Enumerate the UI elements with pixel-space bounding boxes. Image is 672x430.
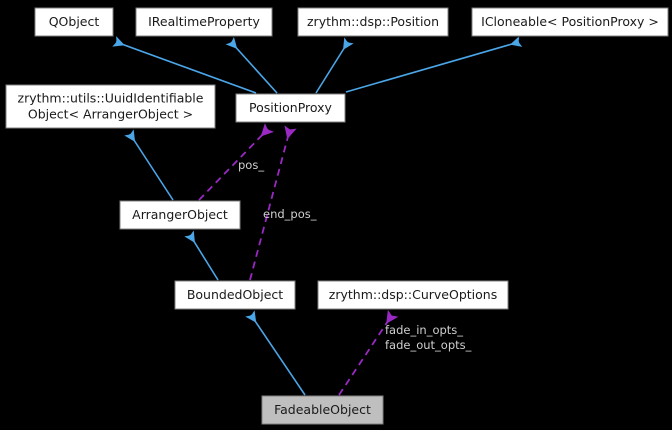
edge-arrangerobject-to-positionproxy-pos [198, 123, 274, 201]
node-zrythm-dsp-curveoptions[interactable]: zrythm::dsp::CurveOptions [317, 280, 510, 311]
nodes-layer: QObject IRealtimeProperty zrythm::dsp::Pos… [5, 7, 670, 426]
node-irealtimeproperty[interactable]: IRealtimeProperty [135, 7, 274, 38]
node-qobject[interactable]: QObject [34, 7, 115, 38]
node-fadeableobject-label: FadeableObject [274, 402, 371, 417]
edge-boundedobject-to-arrangerobject [184, 230, 219, 281]
node-zrythm-dsp-position-label: zrythm::dsp::Position [307, 14, 439, 29]
node-zrythm-dsp-position[interactable]: zrythm::dsp::Position [297, 7, 450, 38]
node-arrangerobject-rect [119, 200, 241, 230]
node-fadeableobject-rect [261, 395, 384, 425]
node-icloneable-positionproxy-label: ICloneable< PositionProxy > [481, 14, 659, 29]
node-qobject-rect [34, 7, 114, 37]
node-arrangerobject[interactable]: ArrangerObject [119, 200, 242, 231]
edge-boundedobject-to-positionproxy-endpos-label: end_pos_ [263, 207, 317, 221]
edge-positionproxy-to-icloneable [345, 36, 523, 93]
edge-fadeableobject-to-curveoptions-fadeopts [338, 309, 399, 396]
edges-layer [112, 36, 523, 396]
edge-positionproxy-to-irealtimeproperty [225, 36, 278, 94]
node-positionproxy-rect [235, 93, 346, 123]
node-boundedobject-label: BoundedObject [187, 287, 283, 302]
edge-labels-layer: pos_ end_pos_ fade_in_opts_fade_out_opts_ [238, 158, 472, 352]
node-icloneable-positionproxy[interactable]: ICloneable< PositionProxy > [471, 7, 670, 38]
edge-arrangerobject-to-positionproxy-pos-label: pos_ [238, 158, 264, 172]
edge-positionproxy-to-position [315, 37, 354, 94]
node-positionproxy[interactable]: PositionProxy [235, 93, 347, 124]
node-positionproxy-label: PositionProxy [249, 100, 333, 115]
node-zrythm-dsp-curveoptions-rect [317, 280, 509, 310]
node-irealtimeproperty-label: IRealtimeProperty [148, 14, 260, 29]
edge-boundedobject-to-positionproxy-endpos [249, 125, 297, 281]
node-fadeableobject[interactable]: FadeableObject [261, 395, 385, 426]
node-boundedobject-rect [174, 280, 296, 310]
node-arrangerobject-label: ArrangerObject [132, 207, 228, 222]
edge-fadeableobject-to-curveoptions-fadeopts-label: fade_in_opts_fade_out_opts_ [385, 323, 472, 352]
node-zrythm-dsp-position-rect [297, 7, 449, 37]
node-boundedobject[interactable]: BoundedObject [174, 280, 297, 311]
edge-fadeableobject-to-boundedobject [245, 310, 306, 396]
edge-positionproxy-to-qobject [112, 36, 257, 94]
node-zrythm-dsp-curveoptions-label: zrythm::dsp::CurveOptions [329, 287, 497, 302]
node-icloneable-positionproxy-rect [471, 7, 669, 37]
node-qobject-label: QObject [49, 14, 100, 29]
node-irealtimeproperty-rect [135, 7, 273, 37]
edge-arrangerobject-to-uuididentifiable [124, 129, 174, 201]
node-zrythm-utils-uuididentifiableobject-rect [5, 84, 216, 129]
